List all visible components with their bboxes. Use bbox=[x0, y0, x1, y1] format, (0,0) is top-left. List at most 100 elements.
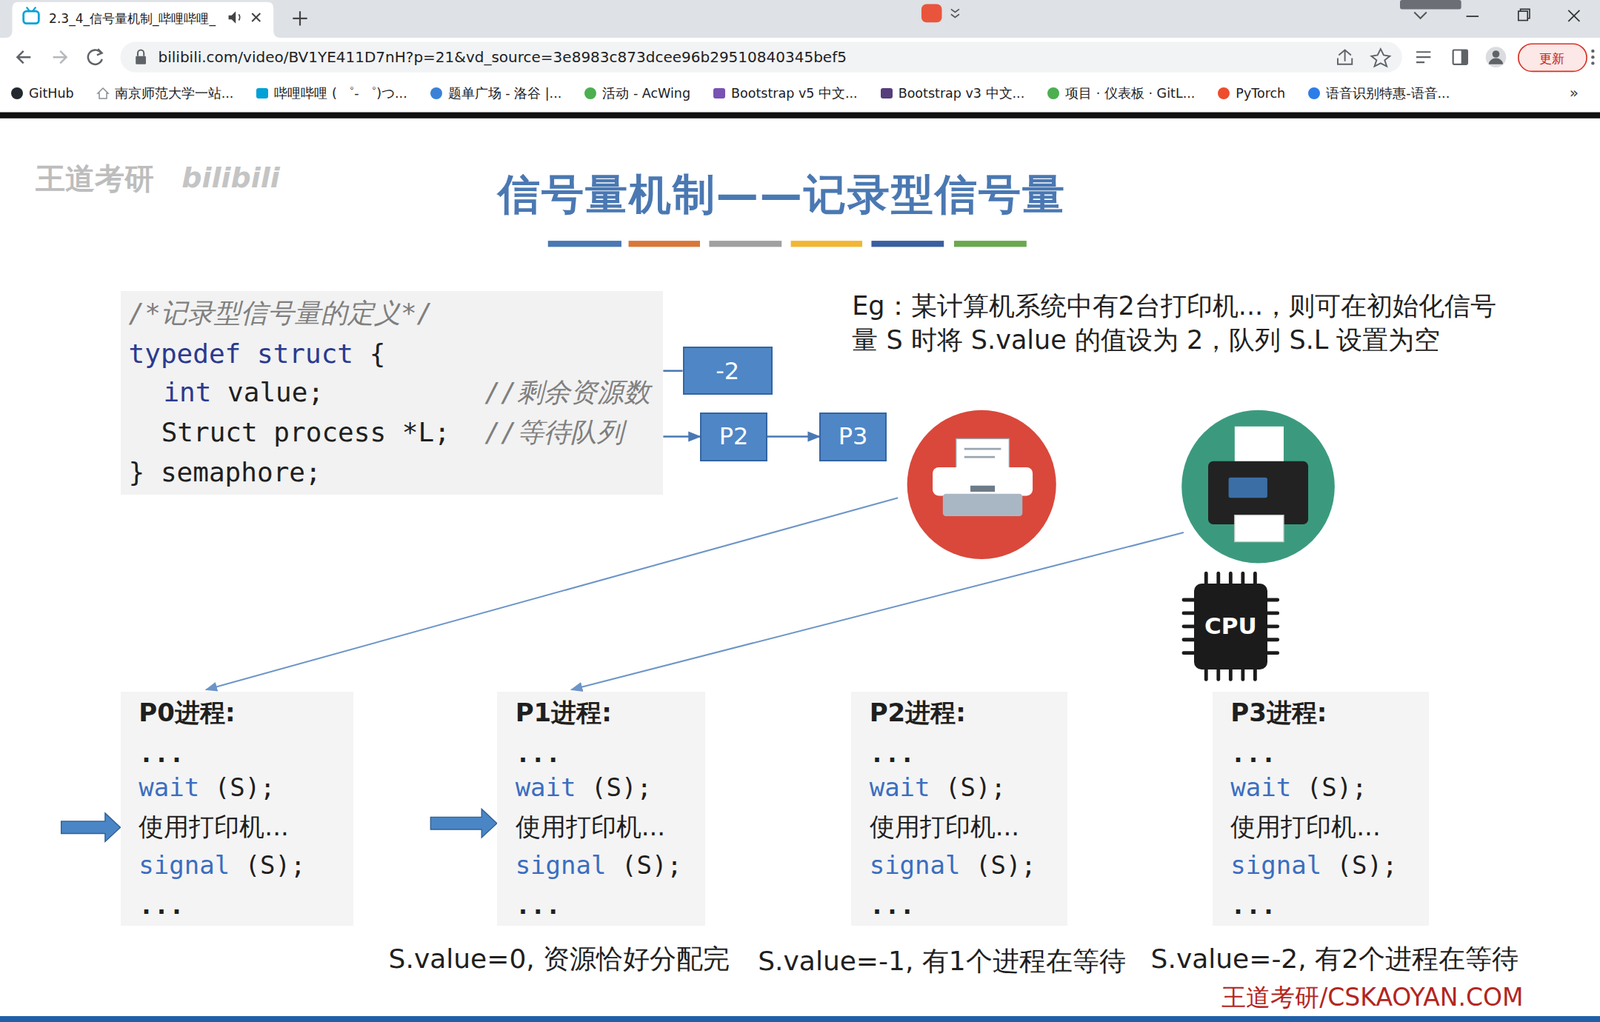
state-note: S.value=-1, 有1个进程在等待 bbox=[757, 945, 1126, 978]
title-bar bbox=[708, 240, 782, 247]
bookmark-item: 活动 - AcWing bbox=[583, 84, 691, 103]
bookmark-text: PyTorch bbox=[1235, 85, 1286, 101]
cpu-pins bbox=[1183, 573, 1278, 680]
video-top-border bbox=[0, 112, 1600, 119]
bookmark-favicon bbox=[1307, 86, 1321, 100]
bookmark-favicon bbox=[11, 87, 23, 100]
new-tab-icon bbox=[292, 11, 307, 26]
process-code-box: P1进程:...wait (S);使用打印机...signal (S);... bbox=[497, 691, 706, 926]
bookmark-favicon bbox=[584, 87, 597, 100]
bookmark-favicon bbox=[256, 88, 269, 99]
lock-icon bbox=[135, 56, 146, 65]
connector bbox=[662, 435, 700, 438]
code-line: /*记录型信号量的定义*/ bbox=[128, 297, 434, 329]
queue-box: P2 bbox=[700, 412, 768, 462]
watermark: 王道考研 bbox=[35, 160, 155, 197]
side-panel-icon bbox=[1461, 50, 1468, 65]
speaker-icon bbox=[228, 11, 237, 24]
code-line: ... bbox=[869, 737, 915, 769]
code-line: 使用打印机... bbox=[1230, 811, 1380, 842]
code-line: wait (S); bbox=[515, 772, 652, 803]
bookmark-favicon bbox=[713, 88, 726, 99]
bookmark-favicon bbox=[97, 88, 109, 99]
share-icon bbox=[1337, 50, 1352, 65]
menu-icon bbox=[1591, 61, 1595, 65]
bookmark-text: 题单广场 - 洛谷 |... bbox=[448, 84, 563, 103]
bookmark-favicon bbox=[1217, 87, 1230, 100]
bookmark-favicon bbox=[880, 86, 894, 100]
lock-icon bbox=[137, 50, 144, 57]
update-button-text: 更新 bbox=[1539, 50, 1565, 66]
menu-icon bbox=[1591, 49, 1595, 53]
code-line: ... bbox=[138, 889, 184, 920]
code-line: 使用打印机... bbox=[515, 811, 666, 842]
printer-icon bbox=[1234, 515, 1284, 543]
chip-label: CPU bbox=[1204, 612, 1258, 640]
bookmark-favicon bbox=[429, 86, 443, 100]
code-line: wait (S); bbox=[869, 772, 1006, 803]
side-panel-icon bbox=[1453, 50, 1468, 65]
queue-box: -2 bbox=[682, 346, 773, 395]
connector bbox=[662, 369, 683, 372]
slide-title: 信号量机制——记录型信号量 bbox=[497, 168, 1066, 220]
code-line: 使用打印机... bbox=[869, 811, 1020, 842]
title-bar bbox=[548, 240, 622, 247]
printer-icon bbox=[970, 485, 995, 492]
restore-icon bbox=[1520, 8, 1530, 18]
printer-icon bbox=[964, 448, 1002, 451]
tab-search-icon bbox=[1414, 12, 1427, 19]
title-bar bbox=[954, 240, 1027, 247]
bookmark-favicon bbox=[1047, 87, 1060, 100]
connector bbox=[767, 435, 820, 438]
printer-icon bbox=[942, 494, 1023, 517]
process-code-box: P2进程:...wait (S);使用打印机...signal (S);... bbox=[851, 691, 1068, 926]
code-line: P0进程: bbox=[138, 697, 235, 728]
bookmark-text: 活动 - AcWing bbox=[602, 84, 691, 103]
process-code-box: P0进程:...wait (S);使用打印机...signal (S);... bbox=[120, 691, 354, 926]
code-line: signal (S); bbox=[1230, 850, 1398, 881]
code-line: P1进程: bbox=[515, 697, 612, 728]
extension-badge bbox=[1400, 0, 1462, 9]
process-code-box: P3进程:...wait (S);使用打印机...signal (S);... bbox=[1212, 691, 1429, 926]
profile-icon bbox=[1492, 50, 1500, 58]
bookmark-favicon bbox=[10, 86, 24, 100]
code-line: 使用打印机... bbox=[138, 811, 289, 842]
bookmark-item: 语音识别特惠-语音... bbox=[1307, 84, 1450, 103]
bookmark-favicon bbox=[583, 86, 598, 100]
extension-icon bbox=[951, 8, 960, 18]
code-line: wait (S); bbox=[138, 772, 275, 803]
bookmark-star-icon bbox=[1371, 48, 1390, 66]
state-note: S.value=-2, 有2个进程在等待 bbox=[1151, 942, 1519, 975]
code-line: ... bbox=[515, 737, 561, 769]
bookmark-item: PyTorch bbox=[1217, 85, 1286, 101]
tab-strip bbox=[0, 0, 1600, 38]
more-bookmarks: » bbox=[1569, 83, 1579, 102]
profile-icon bbox=[1485, 46, 1507, 68]
printer-icon bbox=[964, 456, 995, 459]
bookmark-favicon bbox=[1217, 86, 1231, 100]
bookmark-item: 项目 · 仪表板 · GitL... bbox=[1046, 84, 1195, 103]
pointer-arrow bbox=[430, 808, 498, 838]
forward-icon bbox=[53, 51, 67, 64]
url-text: bilibili.com/video/BV1YE411D7nH?p=21&vd_… bbox=[158, 48, 847, 66]
bookmark-item: 南京师范大学一站... bbox=[96, 84, 235, 103]
queue-box: P3 bbox=[819, 412, 887, 462]
code-line: P2进程: bbox=[869, 697, 966, 728]
tab-close-icon bbox=[251, 13, 260, 22]
profile-icon bbox=[1488, 58, 1503, 65]
extension-icon bbox=[921, 4, 943, 23]
code-line: } semaphore; bbox=[128, 456, 322, 489]
code-line: typedef struct { bbox=[128, 337, 386, 370]
bookmark-item: 题单广场 - 洛谷 |... bbox=[429, 84, 563, 103]
minimize-icon bbox=[1466, 15, 1480, 18]
bookmark-favicon bbox=[1046, 86, 1060, 100]
menu-icon bbox=[1591, 55, 1595, 59]
watermark-logo: bilibili bbox=[181, 161, 280, 196]
bookmark-text: GitHub bbox=[28, 85, 75, 101]
bookmark-favicon bbox=[255, 86, 269, 100]
bookmark-text: 南京师范大学一站... bbox=[114, 84, 235, 103]
bookmark-item: Bootstrap v5 中文... bbox=[712, 84, 858, 103]
footer-brand: 王道考研/CSKAOYAN.COM bbox=[1221, 982, 1523, 1013]
omnibox bbox=[120, 41, 1403, 72]
code-line: int value; bbox=[162, 377, 324, 409]
